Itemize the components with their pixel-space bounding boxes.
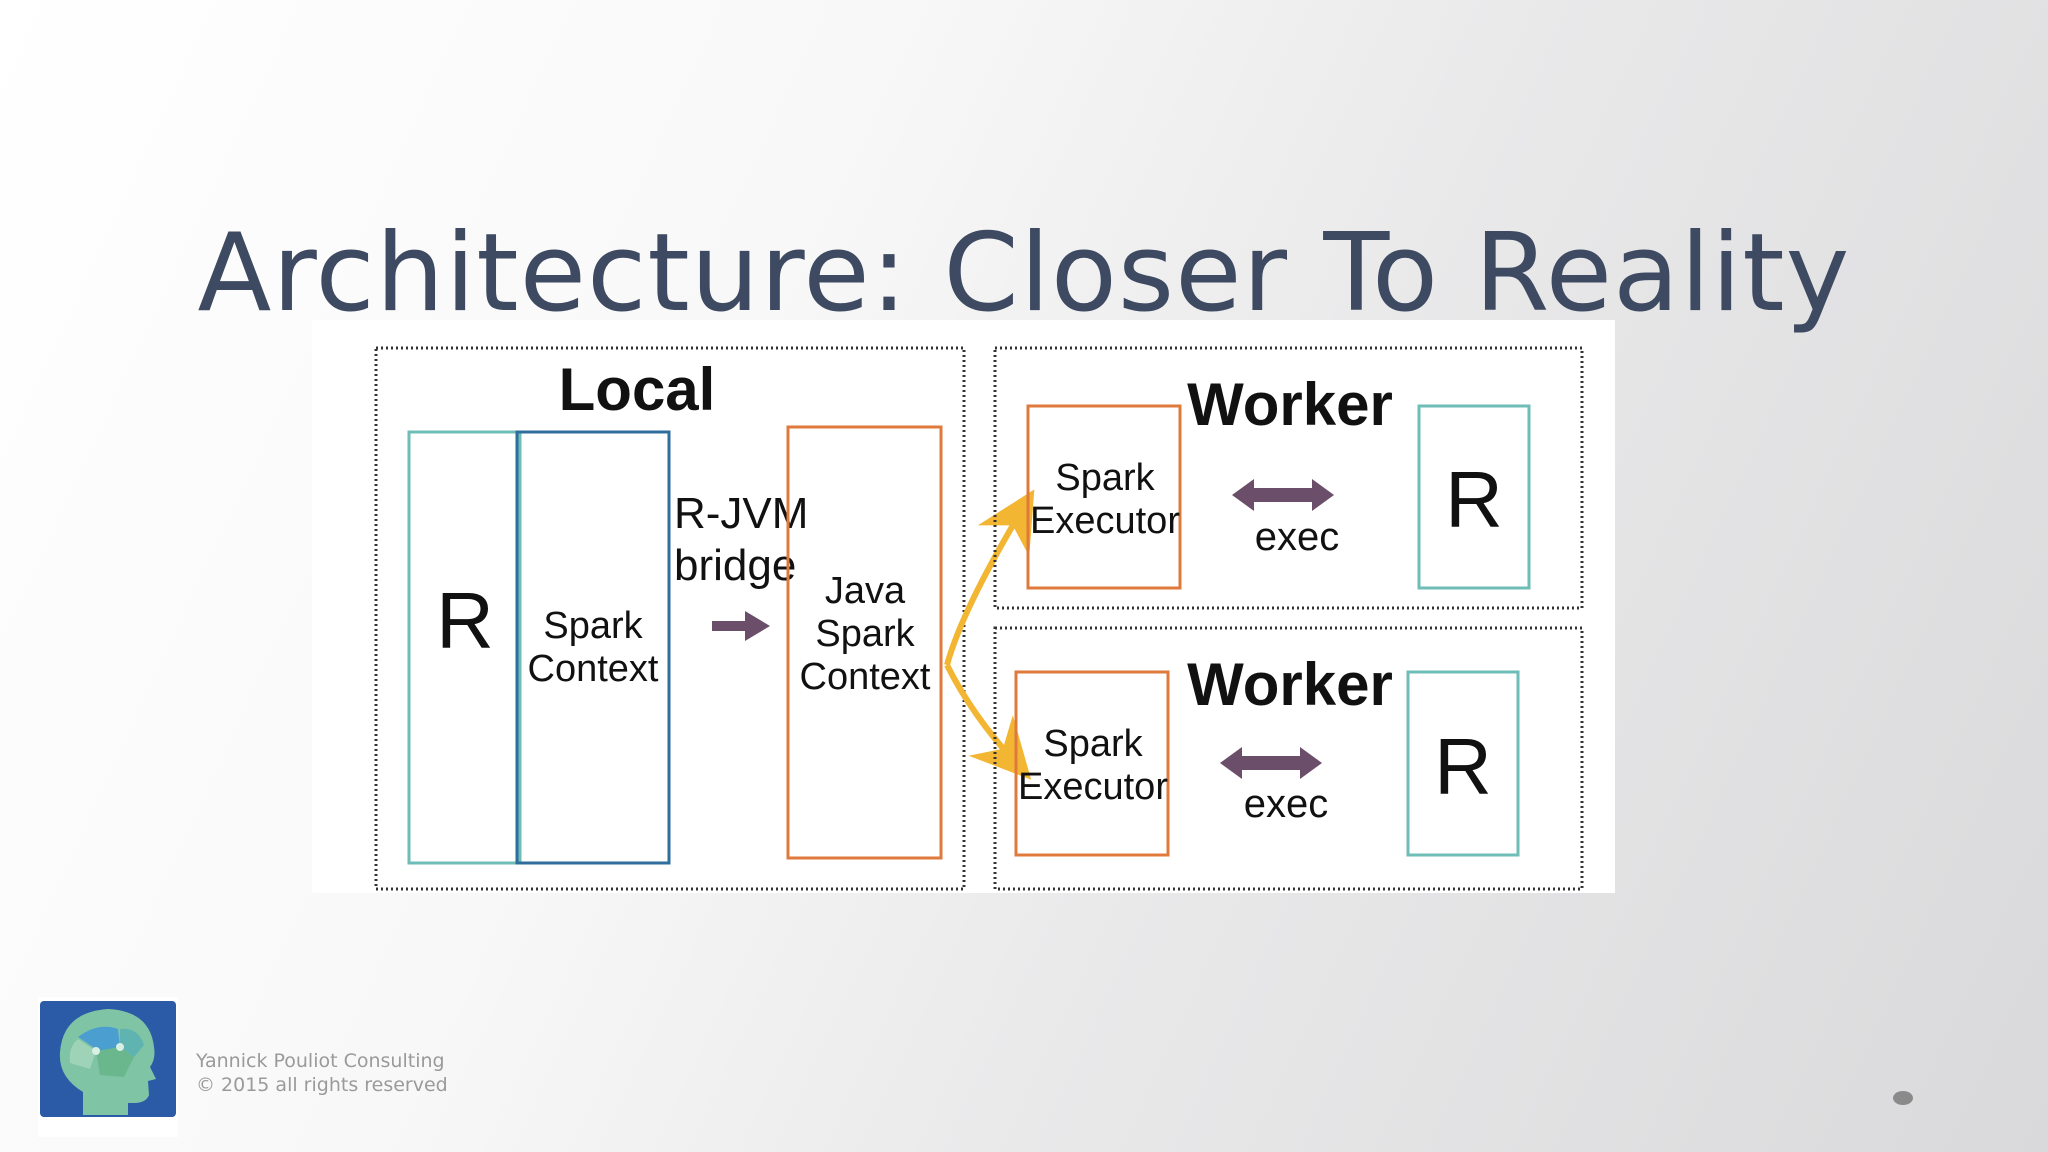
bridge-arrow-icon xyxy=(712,611,770,641)
dispatch-arrow-top-icon xyxy=(944,489,1035,666)
local-r-box xyxy=(407,430,522,865)
local-r-label: R xyxy=(436,576,494,665)
footer-copyright: © 2015 all rights reserved xyxy=(196,1074,448,1096)
worker-1-executor-label-line2: Executor xyxy=(1030,500,1180,542)
local-title: Local xyxy=(559,356,716,423)
worker-2-title: Worker xyxy=(1187,651,1393,718)
worker-2-exec-arrow-icon xyxy=(1220,747,1322,779)
slide-title: Architecture: Closer To Reality xyxy=(197,211,1851,337)
worker-2-executor-label-line2: Executor xyxy=(1018,766,1168,808)
worker-1-exec-label: exec xyxy=(1255,515,1340,559)
slide-indicator-dot xyxy=(1893,1091,1913,1105)
worker-2-r-box xyxy=(1406,670,1520,857)
architecture-diagram: Local R Spark Context R-JVM bridge Java … xyxy=(312,320,1615,893)
worker-2-r-label: R xyxy=(1434,722,1492,811)
worker-1-exec-arrow-icon xyxy=(1232,479,1334,511)
worker-1-executor-label-line1: Spark xyxy=(1055,457,1155,499)
worker-2-dotted-border xyxy=(993,626,1584,891)
head-puzzle-logo-icon xyxy=(38,997,178,1137)
footer-text: Yannick Pouliot Consulting © 2015 all ri… xyxy=(196,1049,448,1097)
diagram-svg: Local R Spark Context R-JVM bridge Java … xyxy=(374,346,1584,891)
worker-2-executor-box xyxy=(1014,670,1170,857)
spark-context-box xyxy=(515,430,671,865)
worker-1-executor-box xyxy=(1026,404,1182,590)
worker-1-r-label: R xyxy=(1445,455,1503,544)
bridge-label-line1: R-JVM xyxy=(674,489,808,538)
spark-context-label-line1: Spark xyxy=(543,605,643,647)
worker-1-r-box xyxy=(1417,404,1531,590)
java-spark-context-box xyxy=(786,425,943,860)
worker-2-executor-label-line1: Spark xyxy=(1043,723,1143,765)
worker-1-dotted-border xyxy=(993,346,1584,610)
java-spark-context-label-line3: Context xyxy=(800,656,931,698)
java-spark-context-label-line1: Java xyxy=(825,570,906,612)
worker-1-title: Worker xyxy=(1187,371,1393,438)
worker-2-exec-label: exec xyxy=(1244,782,1329,826)
spark-context-label-line2: Context xyxy=(528,648,659,690)
footer-company: Yannick Pouliot Consulting xyxy=(196,1050,445,1072)
dispatch-arrow-bottom-icon xyxy=(944,663,1032,780)
bridge-label-line2: bridge xyxy=(674,541,796,590)
java-spark-context-label-line2: Spark xyxy=(815,613,915,655)
